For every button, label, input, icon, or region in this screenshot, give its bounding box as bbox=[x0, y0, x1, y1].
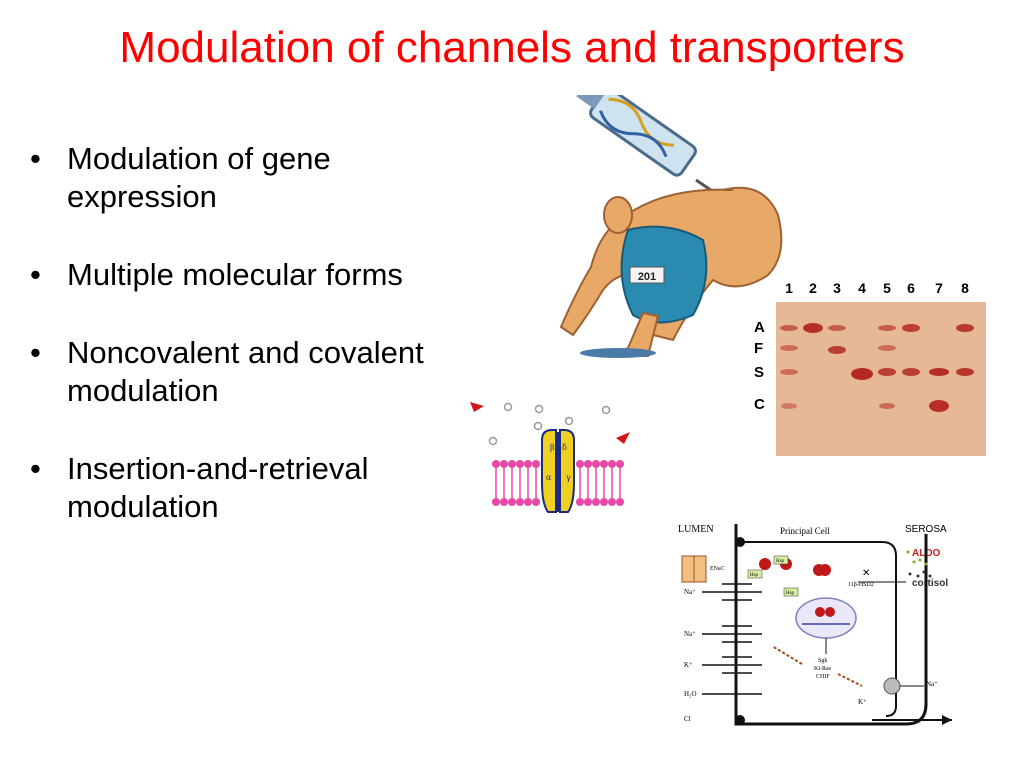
bullet-marker: • bbox=[30, 257, 41, 292]
lane-number: 3 bbox=[833, 280, 841, 296]
lane-number: 6 bbox=[907, 280, 915, 296]
na-label: Na⁺ bbox=[684, 588, 696, 596]
hsp-label: Hsp bbox=[750, 573, 759, 578]
hsp-label: Hsp bbox=[776, 559, 785, 564]
lane-number: 8 bbox=[961, 280, 969, 296]
principal-cell-label: Principal Cell bbox=[780, 526, 830, 536]
subunit-label: δ bbox=[562, 443, 567, 452]
k-label: K⁺ bbox=[684, 661, 693, 669]
k-label: K⁺ bbox=[858, 698, 867, 706]
hsp-label: Hsp bbox=[786, 591, 795, 596]
pump-icon bbox=[883, 677, 901, 695]
lane-numbers: 1 2 3 4 5 6 7 8 bbox=[785, 280, 969, 296]
bullet-text: Modulation of gene expression bbox=[67, 141, 331, 214]
na-label: Na⁺ bbox=[684, 630, 696, 638]
row-label: F bbox=[754, 340, 763, 357]
ligand-triangle-icon bbox=[470, 402, 484, 412]
lane-number: 1 bbox=[785, 280, 793, 296]
ligand-triangle-icon bbox=[616, 432, 630, 444]
gene-label: CHIF bbox=[816, 674, 830, 680]
water-label: H₂O bbox=[684, 690, 697, 698]
row-label: C bbox=[754, 396, 765, 413]
bullet-text: Insertion-and-retrieval modulation bbox=[67, 451, 369, 524]
lane-number: 7 bbox=[935, 280, 943, 296]
gel-bands bbox=[780, 323, 974, 412]
bullet-marker: • bbox=[30, 141, 41, 176]
cl-label: Cl bbox=[684, 715, 691, 723]
enzyme-label: 11β-HSD2 bbox=[848, 582, 874, 588]
lumen-label: LUMEN bbox=[678, 524, 714, 535]
bib-number: 201 bbox=[638, 271, 656, 283]
na-label: Na⁺ bbox=[926, 680, 938, 688]
membrane-transport-labels: Na⁺ Na⁺ K⁺ H₂O Cl Na⁺ K⁺ bbox=[684, 588, 938, 723]
bullet-item: • Insertion-and-retrieval modulation bbox=[30, 450, 470, 526]
bullet-item: • Modulation of gene expression bbox=[30, 140, 470, 216]
serosa-label: SEROSA bbox=[905, 524, 947, 535]
row-labels: A F S C bbox=[754, 319, 765, 413]
subunit-label: β bbox=[550, 443, 555, 452]
receptor-complexes: Hsp Hsp Hsp bbox=[747, 555, 831, 597]
channel-protein: β δ α γ bbox=[541, 429, 575, 513]
bullet-list: • Modulation of gene expression • Multiple… bbox=[30, 140, 470, 566]
enac-channel: ENaC bbox=[681, 555, 725, 583]
enac-label: ENaC bbox=[710, 566, 725, 572]
gene-label: Sgk bbox=[818, 658, 827, 664]
bullet-text: Noncovalent and covalent modulation bbox=[67, 335, 424, 408]
bullet-text: Multiple molecular forms bbox=[67, 257, 403, 292]
ion-channel-membrane-illustration: β δ α γ bbox=[470, 402, 630, 513]
bullet-marker: • bbox=[30, 451, 41, 486]
lane-number: 2 bbox=[809, 280, 817, 296]
muscleman-syringe-illustration: 201 bbox=[559, 95, 783, 358]
gel-electrophoresis-image: 1 2 3 4 5 6 7 8 A F S C bbox=[754, 280, 986, 456]
nucleus bbox=[795, 597, 857, 639]
row-label: S bbox=[754, 364, 764, 381]
slide-title: Modulation of channels and transporters bbox=[119, 23, 905, 72]
bullet-item: • Multiple molecular forms bbox=[30, 256, 470, 294]
cortisol-label: cortisol bbox=[912, 578, 948, 589]
bullet-item: • Noncovalent and covalent modulation bbox=[30, 334, 470, 410]
membrane-bilayer bbox=[492, 460, 624, 506]
subunit-label: γ bbox=[566, 473, 571, 482]
lane-number: 4 bbox=[858, 280, 866, 296]
lane-number: 5 bbox=[883, 280, 891, 296]
syringe-icon bbox=[576, 95, 725, 201]
principal-cell-diagram: LUMEN Principal Cell SEROSA ALDO cortiso… bbox=[662, 514, 962, 736]
cross-icon: ✕ bbox=[862, 568, 870, 579]
row-label: A bbox=[754, 319, 765, 336]
ion-circles bbox=[488, 402, 611, 446]
gene-label: Ki-Ras bbox=[814, 666, 832, 672]
subunit-label: α bbox=[546, 473, 552, 482]
bullet-marker: • bbox=[30, 335, 41, 370]
muscleman-figure: 201 bbox=[559, 186, 783, 358]
